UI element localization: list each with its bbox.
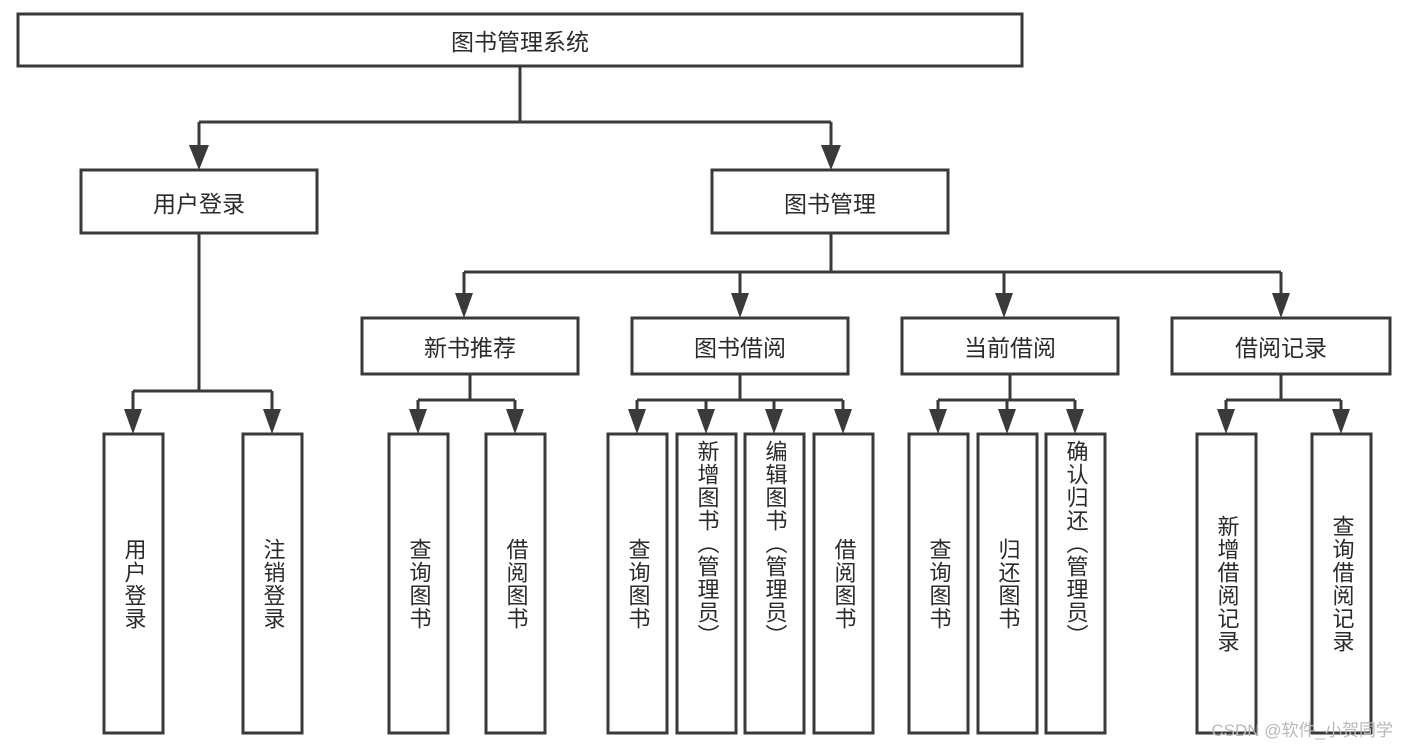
leaf-book-borrow-1[interactable] (675, 432, 738, 735)
leaf-borrow-record-1[interactable] (1310, 432, 1373, 735)
node-borrow-record[interactable] (1170, 316, 1392, 376)
leaf-user-login-1[interactable] (241, 432, 304, 735)
node-current-borrow[interactable] (900, 316, 1120, 376)
arrowhead-bm-new-book-icon (455, 293, 473, 318)
node-root-book-management-system[interactable] (16, 12, 1024, 68)
leaf-borrow-record-0[interactable] (1195, 432, 1258, 735)
leaf-current-borrow-2[interactable] (1044, 432, 1107, 735)
arrowhead-user-login-leaf-1-icon (263, 409, 281, 434)
arrowhead-root-to-book-management-icon (821, 145, 841, 170)
leaf-book-borrow-0[interactable] (606, 432, 669, 735)
arrowhead-current-borrow-leaf-1-icon (998, 409, 1016, 434)
leaf-book-borrow-3[interactable] (812, 432, 875, 735)
leaf-new-book-0[interactable] (387, 432, 450, 735)
arrowhead-new-book-leaf-0-icon (409, 409, 427, 434)
node-new-book-recommend[interactable] (360, 316, 580, 376)
arrowhead-book-borrow-leaf-3-icon (834, 409, 852, 434)
arrowhead-root-to-user-login-icon (189, 145, 209, 170)
arrowhead-book-borrow-leaf-2-icon (765, 409, 783, 434)
node-book-borrow[interactable] (630, 316, 850, 376)
node-user-login[interactable] (79, 168, 319, 235)
arrowhead-borrow-record-leaf-0-icon (1217, 409, 1235, 434)
leaf-user-login-0[interactable] (102, 432, 165, 735)
arrowhead-book-borrow-leaf-0-icon (628, 409, 646, 434)
arrowhead-new-book-leaf-1-icon (506, 409, 524, 434)
arrowhead-bm-book-borrow-icon (731, 293, 749, 318)
leaf-new-book-1[interactable] (484, 432, 547, 735)
leaf-current-borrow-0[interactable] (907, 432, 970, 735)
arrowhead-user-login-leaf-0-icon (124, 409, 142, 434)
arrowhead-current-borrow-leaf-2-icon (1066, 409, 1084, 434)
arrowhead-current-borrow-leaf-0-icon (929, 409, 947, 434)
arrowhead-bm-borrow-record-icon (1272, 293, 1290, 318)
leaf-current-borrow-1[interactable] (976, 432, 1039, 735)
node-book-management[interactable] (710, 168, 950, 235)
arrowhead-book-borrow-leaf-1-icon (697, 409, 715, 434)
arrowhead-bm-current-borrow-icon (995, 293, 1013, 318)
arrowhead-borrow-record-leaf-1-icon (1332, 409, 1350, 434)
leaf-book-borrow-2[interactable] (743, 432, 806, 735)
